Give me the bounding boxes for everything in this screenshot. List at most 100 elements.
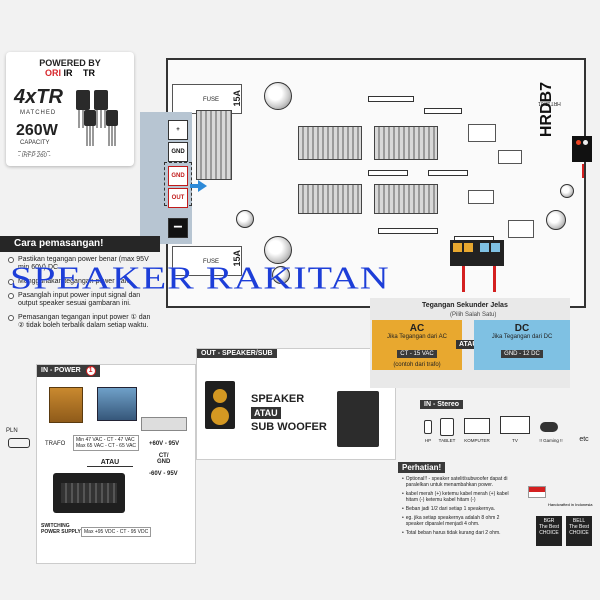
in-power-tag: IN - POWER 1: [37, 365, 100, 377]
gamepad-icon: [540, 422, 558, 432]
blue-arrow-icon: [198, 180, 207, 192]
instruction-item: Menggunakan tegangan power trafo: [8, 278, 158, 286]
input-jack: [572, 136, 592, 162]
cara-pemasangan-header: Cara pemasangan!: [0, 236, 160, 252]
trafo-label: TRAFO: [45, 441, 66, 447]
minus-voltage: -60V - 95V: [149, 471, 178, 477]
capacitor: [236, 210, 254, 228]
tv-icon: [500, 416, 530, 434]
fuse-amp-top: 15A: [232, 90, 242, 107]
resistor: [424, 108, 462, 114]
part-label: - IRFP 260 -: [18, 151, 51, 159]
powered-by-label: POWERED BY: [39, 58, 101, 68]
heatsink: [374, 184, 438, 214]
transistor-icon: [84, 110, 96, 146]
pln-label: PLN: [6, 428, 18, 434]
teg-title: Tegangan Sekunder Jelas: [422, 302, 508, 309]
brand-ori: ORI: [44, 68, 61, 78]
brand-ir: IR: [63, 68, 73, 78]
resistor: [428, 170, 468, 176]
capacity-label: CAPACITY: [20, 140, 50, 146]
brand-tr: TR: [83, 68, 96, 78]
watt-label: 260W: [16, 122, 58, 139]
device-label: KOMPUTER: [464, 438, 490, 443]
resistor: [368, 96, 414, 102]
device-label: etc: [579, 436, 589, 443]
heatsink: [298, 126, 362, 160]
watermark: SPEAKER RAKITAN: [10, 259, 390, 296]
out-speaker-panel: OUT - SPEAKER/SUB SPEAKER ATAU SUB WOOFE…: [196, 348, 396, 460]
instruction-item: Pemasangan tegangan input power ① dan ② …: [8, 314, 158, 330]
power-terminal-strip: + GND GND OUT −: [140, 112, 192, 244]
ic-chip: [468, 190, 494, 204]
transistor-icon: [106, 110, 118, 146]
fuse-holder-bottom: FUSE: [172, 246, 242, 276]
smps-label: SWITCHING POWER SUPPLY: [41, 523, 81, 535]
secondary-voltage-panel: Tegangan Sekunder Jelas (Pilih Salah Sat…: [370, 298, 570, 388]
device-label: TABLET: [438, 438, 456, 443]
trafo-core-icon: [97, 387, 137, 421]
terminal-gnd: GND: [168, 142, 188, 162]
subwoofer-label: SUB WOOFER: [251, 421, 327, 433]
capacitor: [272, 266, 290, 284]
atau-label: ATAU: [87, 459, 133, 467]
matched-label: MATCHED: [20, 110, 57, 116]
perhatian-item: •Total beban harus tidak kurang dari 2 o…: [402, 530, 501, 536]
out-atau-label: ATAU: [251, 407, 281, 419]
terminal-plus: +: [168, 120, 188, 140]
smps-spec: Max +95 VDC - CT - 95 VDC: [81, 527, 152, 537]
terminal-minus: −: [168, 218, 188, 238]
secondary-voltage-terminal: [450, 240, 504, 266]
out-tag: OUT - SPEAKER/SUB: [197, 349, 277, 358]
speaker-label: SPEAKER: [251, 393, 305, 405]
plug-icon: [8, 438, 30, 448]
teg-pilih: (Pilih Salah Satu): [450, 312, 497, 318]
terminal-gnd-out: GND: [168, 166, 188, 186]
ac-box: AC Jika Tegangan dari AC CT - 15 VAC (co…: [372, 320, 462, 370]
capacitor: [560, 184, 574, 198]
capacitor: [546, 210, 566, 230]
trafo-spec: Min 47 VAC - CT - 47 VAC Max 65 VAC - CT…: [73, 435, 140, 451]
computer-icon: [464, 418, 490, 434]
red-arrow: [493, 266, 496, 292]
capacitor: [264, 82, 292, 110]
perhatian-item: •kabel merah (+) ketemu kabel merah (+) …: [402, 491, 509, 503]
pcb-board: FUSE 15A FUSE 15A: [166, 58, 592, 308]
dc-box: DC Jika Tegangan dari DC GND - 12 DC: [474, 320, 570, 370]
speaker-icon: [205, 381, 235, 429]
in-stereo-panel: IN - Stereo HP TABLET KOMPUTER TV !! Gam…: [420, 400, 600, 458]
handcrafted-label: Handcrafted in Indonesia: [548, 502, 593, 507]
board-logo: HRDB7: [538, 82, 555, 138]
powered-by-card: POWERED BY ORI IR TR 4xTR MATCHED 260W C…: [6, 52, 134, 166]
heatsink: [196, 110, 232, 180]
instruction-item: Pasanglah input power input signal dan o…: [8, 292, 158, 308]
terminal-out: OUT: [168, 188, 188, 208]
brand-line: ORI IR TR: [6, 68, 134, 78]
red-arrow: [462, 266, 465, 292]
ct-gnd-label: CT/ GND: [157, 453, 171, 465]
resistor: [378, 228, 438, 234]
teg-atau: ATAU: [456, 340, 481, 349]
perhatian-tag: Perhatian!: [398, 462, 446, 473]
ic-chip: [508, 220, 534, 238]
bgr-badge: BGR The Best CHOICE: [536, 516, 562, 546]
stereo-tag: IN - Stereo: [420, 400, 464, 409]
transistor-icon: [94, 90, 108, 128]
transistor-icon: [76, 90, 90, 128]
in-power-panel: IN - POWER 1 TRAFO Min 47 VAC - CT - 47 …: [36, 364, 196, 564]
ic-chip: [468, 124, 496, 142]
instruction-list: Pastikan tegangan power benar (max 95V m…: [8, 256, 158, 330]
ic-chip: [498, 150, 522, 164]
tablet-icon: [440, 418, 454, 436]
resistor: [368, 170, 408, 176]
transformer-label-plate: [141, 417, 187, 431]
phone-icon: [424, 420, 432, 434]
bell-badge: BELL The Best CHOICE: [566, 516, 592, 546]
input-number-badge: 1: [85, 366, 96, 376]
heatsink: [374, 126, 438, 160]
instruction-item: Pastikan tegangan power benar (max 95V m…: [8, 256, 158, 272]
capacitor: [264, 236, 292, 264]
heatsink: [298, 184, 362, 214]
fuse-holder-top: FUSE: [172, 84, 242, 114]
subwoofer-icon: [337, 391, 379, 447]
